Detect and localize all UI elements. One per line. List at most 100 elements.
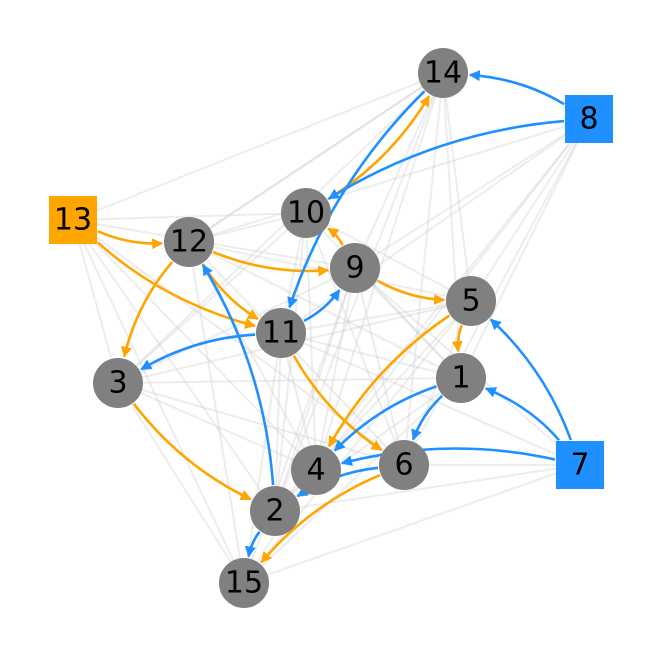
node-11-label: 11 — [262, 316, 300, 351]
background-edge-12-1 — [188, 241, 462, 379]
node-14-label: 14 — [424, 56, 462, 91]
background-edge-7-15 — [243, 464, 581, 584]
background-edge-3-15 — [117, 382, 245, 584]
node-12-label: 12 — [170, 225, 208, 260]
background-edge-9-1 — [354, 267, 462, 379]
edge-9-to-10 — [327, 227, 344, 246]
node-14: 14 — [418, 48, 468, 98]
node-12: 12 — [164, 217, 214, 267]
node-10-label: 10 — [287, 196, 325, 231]
background-edge-8-12 — [188, 118, 590, 243]
background-edge-3-4 — [117, 382, 317, 471]
edge-7-to-4 — [341, 447, 556, 467]
node-9-circle — [330, 243, 380, 293]
node-11: 11 — [256, 308, 306, 358]
node-1-label: 1 — [451, 361, 470, 396]
edge-7-to-1 — [484, 387, 560, 442]
background-edge-13-2 — [72, 219, 276, 512]
background-edge-13-14 — [72, 72, 444, 221]
edge-2-to-15 — [244, 531, 261, 558]
background-edge-9-6 — [354, 267, 405, 466]
edge-11-to-3 — [140, 333, 256, 371]
node-6: 6 — [379, 440, 429, 490]
node-12-circle — [164, 217, 214, 267]
background-edge-8-9 — [354, 118, 590, 269]
node-3-label: 3 — [108, 366, 127, 401]
node-15-label: 15 — [225, 566, 263, 601]
background-edge-3-1 — [117, 377, 462, 384]
node-3-circle — [93, 358, 143, 408]
node-8-square — [565, 95, 613, 143]
background-edge-10-3 — [117, 212, 307, 384]
node-4-label: 4 — [306, 453, 325, 488]
background-edge-14-6 — [403, 72, 444, 466]
background-edge-11-5 — [280, 300, 472, 334]
background-edge-14-3 — [117, 72, 444, 384]
background-edge-9-4 — [315, 267, 356, 471]
edge-8-to-10 — [327, 119, 565, 200]
node-1-circle — [436, 353, 486, 403]
background-edge-11-1 — [280, 332, 462, 379]
highlighted-edges — [96, 70, 573, 564]
edge-13-to-11 — [96, 241, 256, 329]
node-6-label: 6 — [394, 448, 413, 483]
node-9-label: 9 — [345, 251, 364, 286]
background-edge-14-5 — [442, 72, 472, 302]
edge-12-to-3 — [121, 261, 174, 358]
node-5-label: 5 — [461, 284, 480, 319]
node-6-circle — [379, 440, 429, 490]
node-15-circle — [219, 558, 269, 608]
edge-13-to-12 — [97, 230, 164, 250]
background-edge-10-6 — [305, 212, 405, 466]
node-8-label: 8 — [579, 102, 598, 137]
background-edge-1-15 — [243, 377, 462, 584]
node-5: 5 — [446, 276, 496, 326]
background-edge-12-5 — [188, 241, 472, 302]
node-13: 13 — [49, 196, 97, 244]
edge-6-to-15 — [260, 473, 381, 564]
edge-12-to-9 — [212, 250, 330, 277]
background-edge-10-2 — [274, 212, 307, 512]
background-edge-9-3 — [117, 267, 356, 384]
edge-2-to-12 — [201, 264, 275, 486]
background-edge-3-6 — [117, 382, 405, 466]
background-edge-12-14 — [188, 72, 444, 243]
background-edge-12-15 — [188, 241, 245, 584]
background-edge-13-15 — [72, 219, 245, 584]
edge-7-to-5 — [489, 318, 573, 441]
node-5-circle — [446, 276, 496, 326]
node-9: 9 — [330, 243, 380, 293]
node-10-circle — [281, 188, 331, 238]
node-4-circle — [291, 445, 341, 495]
edge-11-to-9 — [303, 289, 341, 323]
edge-1-to-4 — [333, 385, 437, 452]
edge-5-to-1 — [451, 324, 463, 353]
edge-5-to-4 — [327, 314, 451, 448]
node-10: 10 — [281, 188, 331, 238]
background-edge-12-6 — [188, 241, 405, 466]
node-3: 3 — [93, 358, 143, 408]
background-edge-10-1 — [305, 212, 462, 379]
background-edge-8-2 — [274, 118, 590, 512]
background-edge-7-11 — [280, 332, 581, 466]
node-7-label: 7 — [570, 448, 589, 483]
node-13-label: 13 — [54, 203, 92, 238]
background-edge-13-3 — [72, 219, 119, 384]
edge-9-to-5 — [377, 279, 446, 305]
background-edge-8-1 — [460, 118, 590, 379]
background-edge-12-4 — [188, 241, 317, 471]
background-edge-5-15 — [243, 300, 472, 584]
background-edge-14-1 — [442, 72, 462, 379]
background-edge-8-5 — [470, 118, 590, 302]
edge-1-to-6 — [411, 394, 443, 441]
node-11-circle — [256, 308, 306, 358]
node-13-square — [49, 196, 97, 244]
node-2-circle — [250, 486, 300, 536]
edge-11-to-6 — [292, 354, 383, 452]
node-14-circle — [418, 48, 468, 98]
edge-8-to-14 — [468, 70, 565, 106]
node-1: 1 — [436, 353, 486, 403]
node-15: 15 — [219, 558, 269, 608]
